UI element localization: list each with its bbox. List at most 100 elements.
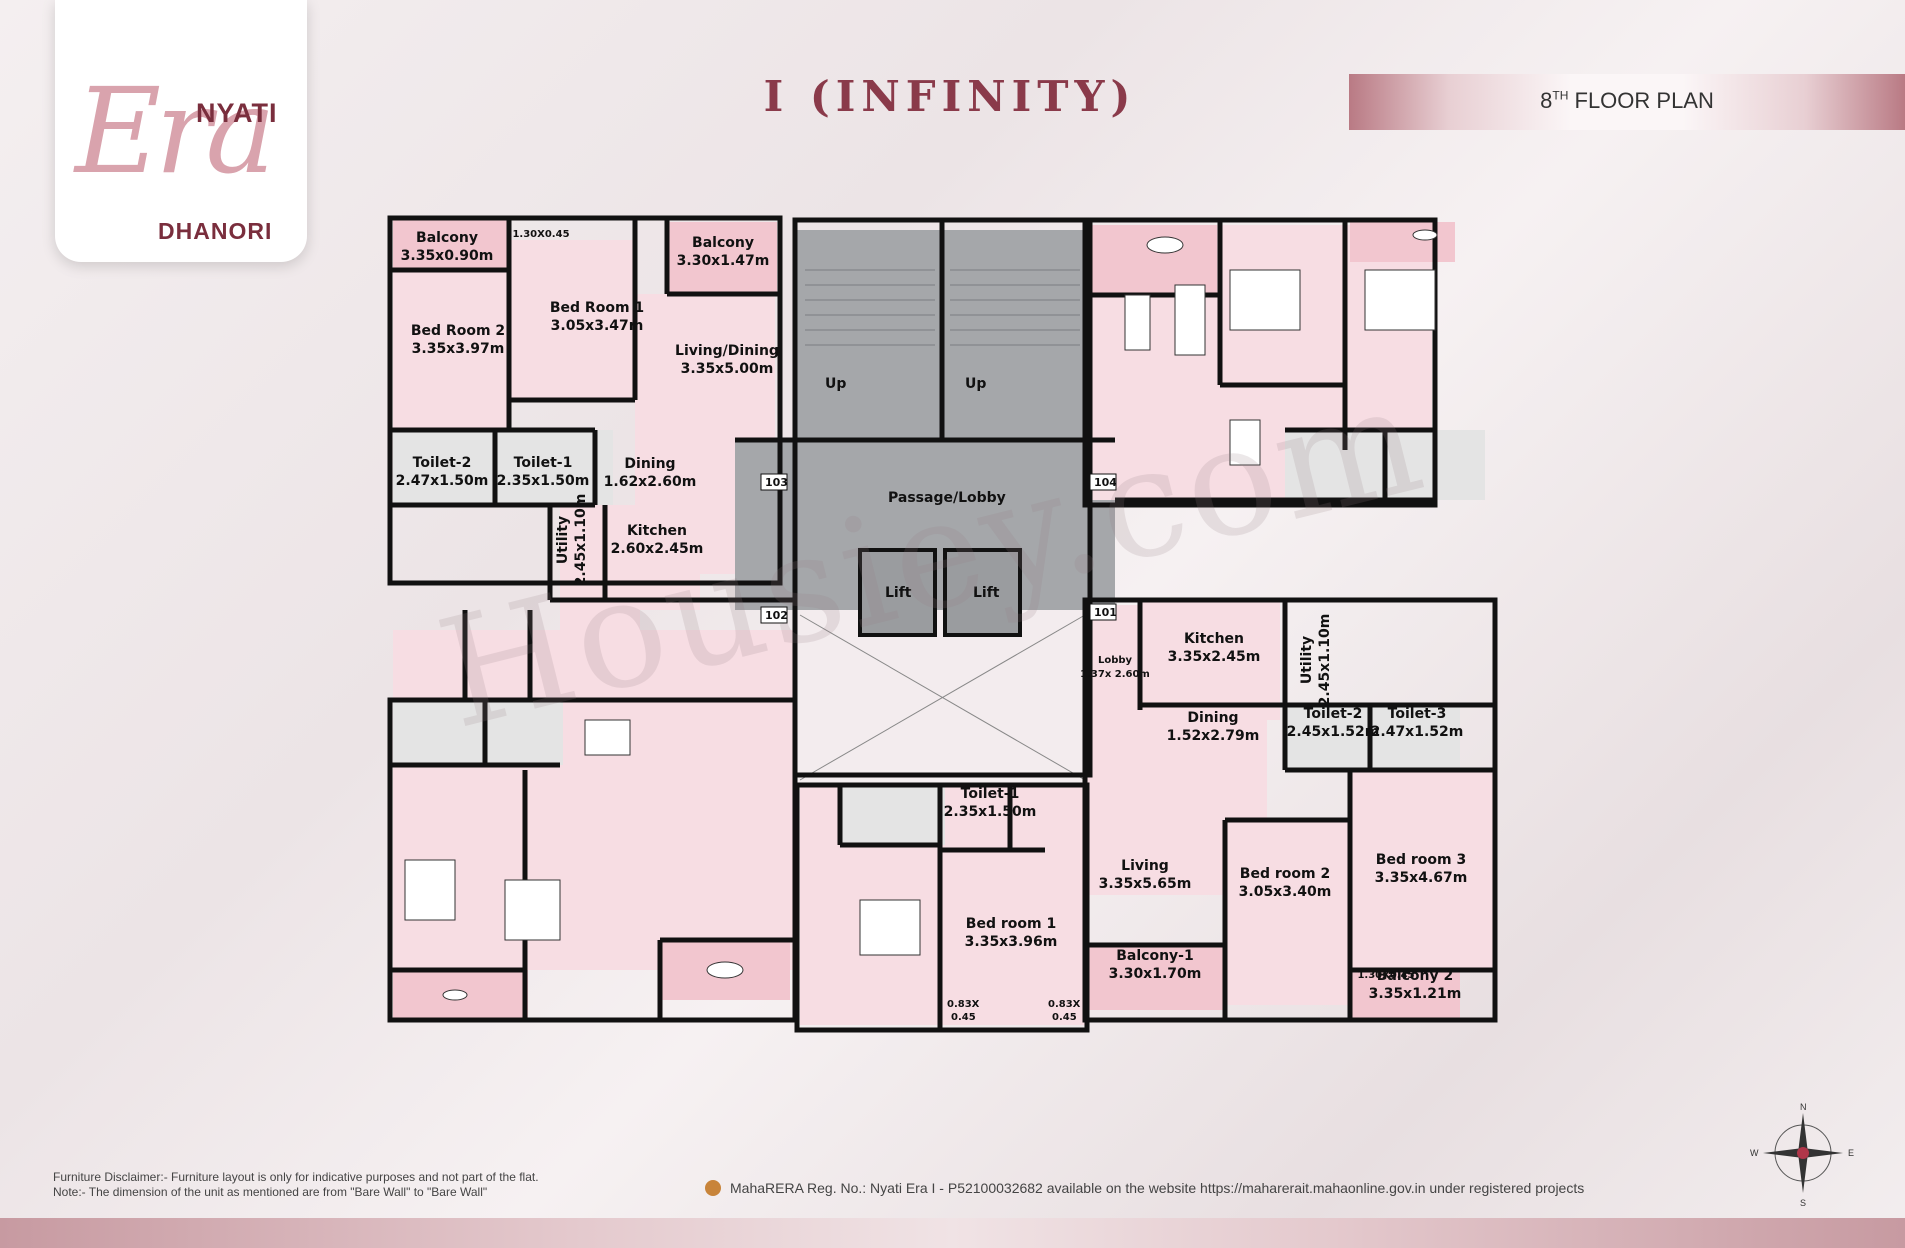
room-label-b101-dining: Dining 1.52x2.79m bbox=[1167, 710, 1260, 744]
room-label-b103-balcony2: Balcony 3.30x1.47m bbox=[677, 235, 770, 269]
room-label-b102-toilet1: Toilet-1 2.35x1.50m bbox=[944, 786, 1037, 820]
disclaimer: Furniture Disclaimer:- Furniture layout … bbox=[53, 1170, 539, 1200]
svg-text:Toilet-2: Toilet-2 bbox=[413, 455, 472, 471]
page-title: I (INFINITY) bbox=[763, 72, 1137, 121]
room-label-b101-bed3: Bed room 33.35x4.67m bbox=[1375, 852, 1468, 886]
bed-icon bbox=[504, 879, 561, 941]
unit102-toilet-fill bbox=[840, 785, 945, 845]
void-fill bbox=[797, 610, 1087, 770]
svg-text:1.30X0.45: 1.30X0.45 bbox=[512, 229, 569, 240]
svg-text:1.52x2.79m: 1.52x2.79m bbox=[1167, 728, 1260, 744]
svg-text:2.45x1.10m: 2.45x1.10m bbox=[573, 494, 589, 587]
room-label-b103-balcony: Balcony 3.35x0.90m bbox=[401, 230, 494, 264]
svg-text:Bed Room 1: Bed Room 1 bbox=[550, 300, 644, 316]
bed-icon bbox=[1229, 269, 1301, 331]
room-labels: Balcony3.35x0.90m1.30X0.45Balcony3.30x1.… bbox=[396, 229, 1468, 1002]
svg-text:2.45x1.10m: 2.45x1.10m bbox=[1317, 614, 1333, 707]
dining-table-icon bbox=[584, 719, 631, 756]
svg-text:3.05x3.40m: 3.05x3.40m bbox=[1239, 884, 1332, 900]
svg-text:1.62x2.60m: 1.62x2.60m bbox=[604, 474, 697, 490]
room-label-b101-kitchen: Kitchen 3.35x2.45m bbox=[1168, 631, 1261, 665]
svg-text:3.35x5.00m: 3.35x5.00m bbox=[681, 361, 774, 377]
svg-text:Toilet-1: Toilet-1 bbox=[961, 786, 1020, 802]
stair-up-label-2: Up bbox=[965, 376, 986, 392]
floor-banner bbox=[1349, 74, 1905, 130]
unit104-balcony2-fill bbox=[1350, 222, 1455, 262]
svg-text:Toilet-1: Toilet-1 bbox=[514, 455, 573, 471]
balcony-fill bbox=[393, 220, 509, 270]
passage-label: Passage/Lobby bbox=[888, 490, 1006, 506]
svg-text:3.05x3.47m: 3.05x3.47m bbox=[551, 318, 644, 334]
lift-1 bbox=[858, 548, 937, 637]
room-label-b103-living: Living/Dining 3.35x5.00m bbox=[675, 343, 779, 377]
room-label-b101-balcony2: Balcony 23.35x1.21m bbox=[1369, 968, 1462, 1002]
logo-location: DHANORI bbox=[158, 218, 273, 244]
bed2-101-fill bbox=[1225, 820, 1350, 1005]
table-icon bbox=[706, 961, 744, 979]
svg-text:2.35x1.50m: 2.35x1.50m bbox=[497, 473, 590, 489]
bed3-101-fill bbox=[1350, 770, 1495, 970]
dining-table-icon bbox=[1229, 419, 1261, 466]
unit-tags: 103 104 102 101 bbox=[760, 473, 1117, 624]
svg-text:Living/Dining: Living/Dining bbox=[675, 343, 779, 359]
svg-text:2.35x1.50m: 2.35x1.50m bbox=[944, 804, 1037, 820]
svg-text:Dining: Dining bbox=[1187, 710, 1238, 726]
room-label-b103-kitchen: Kitchen 2.60x2.45m bbox=[611, 523, 704, 557]
void-cross bbox=[799, 614, 1086, 781]
sofa-icon bbox=[1124, 294, 1151, 351]
svg-text:3.35x5.65m: 3.35x5.65m bbox=[1099, 876, 1192, 892]
svg-text:Bed room 2: Bed room 2 bbox=[1240, 866, 1330, 882]
stair-treads bbox=[805, 269, 1080, 346]
logo-developer: NYATI bbox=[196, 98, 278, 128]
room-label-b102-bed1: Bed room 13.35x3.96m bbox=[965, 916, 1058, 950]
svg-text:Balcony-1: Balcony-1 bbox=[1116, 948, 1193, 964]
svg-text:3.35x4.67m: 3.35x4.67m bbox=[1375, 870, 1468, 886]
table-icon bbox=[1412, 229, 1438, 241]
bed-icon bbox=[859, 899, 921, 956]
svg-text:Bed Room 2: Bed Room 2 bbox=[411, 323, 505, 339]
walls bbox=[387, 215, 1498, 1033]
svg-text:3.30x1.47m: 3.30x1.47m bbox=[677, 253, 770, 269]
bed1-fill bbox=[509, 240, 634, 400]
svg-text:Balcony: Balcony bbox=[416, 230, 478, 246]
room-label-b101-bed2: Bed room 2 3.05x3.40m bbox=[1239, 866, 1332, 900]
svg-text:Kitchen: Kitchen bbox=[1184, 631, 1244, 647]
kitchen-fill bbox=[605, 510, 700, 610]
unit-tag-103: 103 bbox=[765, 476, 788, 489]
logo-card bbox=[55, 0, 307, 262]
compass-w: W bbox=[1750, 1148, 1759, 1158]
svg-text:Toilet-2: Toilet-2 bbox=[1304, 706, 1363, 722]
compass-icon: N E S W bbox=[1750, 1102, 1854, 1208]
room-label-b103-toilet1: Toilet-1 2.35x1.50m bbox=[497, 455, 590, 489]
table-icon bbox=[1146, 236, 1184, 254]
dimension-note: Note:- The dimension of the unit as ment… bbox=[53, 1185, 488, 1199]
stair-up-label-1: Up bbox=[825, 376, 846, 392]
furniture-disclaimer: Furniture Disclaimer:- Furniture layout … bbox=[53, 1170, 539, 1184]
svg-text:3.35x3.97m: 3.35x3.97m bbox=[412, 341, 505, 357]
svg-text:Utility: Utility bbox=[555, 516, 571, 564]
lift-2 bbox=[943, 548, 1022, 637]
svg-text:Kitchen: Kitchen bbox=[627, 523, 687, 539]
room-label-b103-window: 1.30X0.45 bbox=[512, 229, 569, 240]
svg-text:Balcony: Balcony bbox=[692, 235, 754, 251]
room-label-b101-balcony1: Balcony-1 3.30x1.70m bbox=[1109, 948, 1202, 982]
window-height-1: 0.45 bbox=[951, 1012, 976, 1023]
svg-text:3.35x0.90m: 3.35x0.90m bbox=[401, 248, 494, 264]
balcony2-fill bbox=[667, 222, 777, 294]
window-width-2: 0.83X bbox=[1048, 999, 1081, 1010]
svg-text:2.60x2.45m: 2.60x2.45m bbox=[611, 541, 704, 557]
unit-bl-fill bbox=[393, 630, 793, 970]
balcony1-101-fill bbox=[1085, 945, 1225, 1010]
svg-text:3.35x3.96m: 3.35x3.96m bbox=[965, 934, 1058, 950]
svg-text:3.30x1.70m: 3.30x1.70m bbox=[1109, 966, 1202, 982]
svg-text:3.35x2.45m: 3.35x2.45m bbox=[1168, 649, 1261, 665]
unit-tag-102: 102 bbox=[765, 609, 788, 622]
svg-text:Lobby: Lobby bbox=[1098, 655, 1133, 666]
room-label-b103-bed1: Bed Room 1 3.05x3.47m bbox=[550, 300, 644, 334]
furniture bbox=[404, 229, 1438, 1001]
lift-label-1: Lift bbox=[885, 585, 912, 601]
